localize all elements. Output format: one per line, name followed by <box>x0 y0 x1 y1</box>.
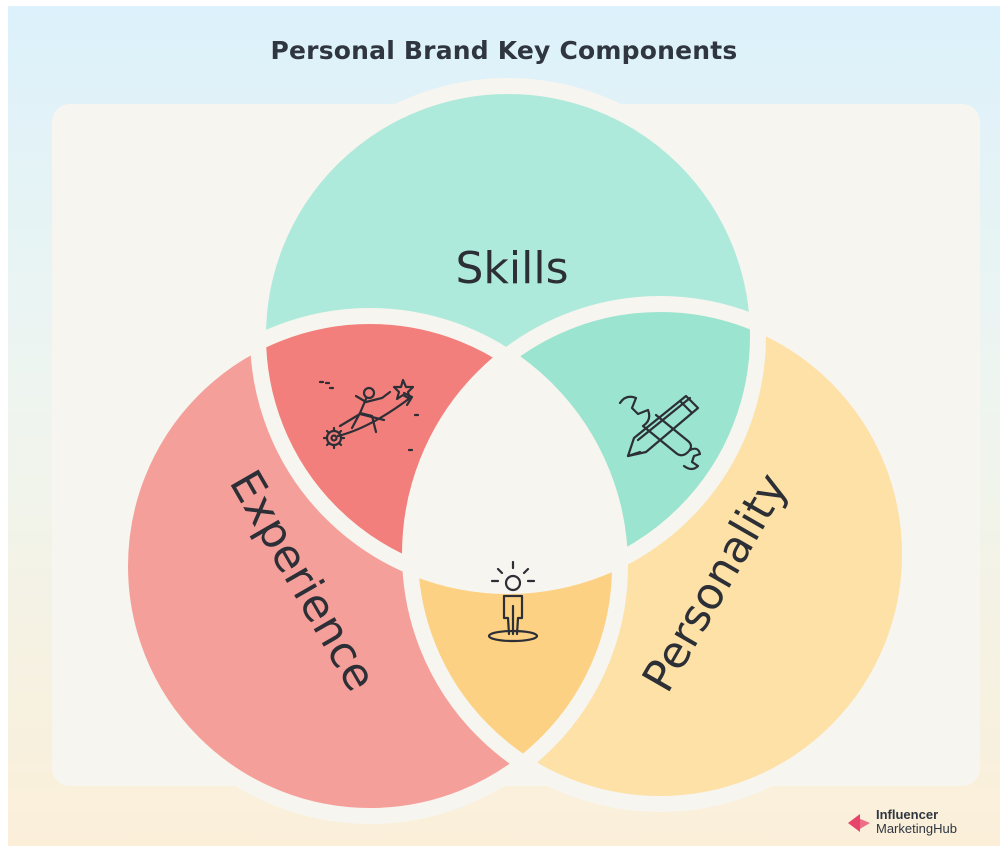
brand-name-line2: MarketingHub <box>876 821 957 836</box>
page-title: Personal Brand Key Components <box>270 36 738 65</box>
brand-logo: Influencer MarketingHub <box>846 806 996 842</box>
standing-person-icon <box>487 560 539 643</box>
venn-diagram: Skills Experience Personality <box>112 78 918 824</box>
brand-name-line1: Influencer <box>876 807 939 822</box>
climber-achievement-icon <box>318 378 420 452</box>
overlap-center <box>410 316 620 586</box>
label-skills: Skills <box>455 243 568 294</box>
tools-wrench-pencil-icon <box>618 394 702 471</box>
influencer-marketing-hub-icon <box>848 814 870 832</box>
infographic: Personal Brand Key Components <box>8 6 1000 846</box>
